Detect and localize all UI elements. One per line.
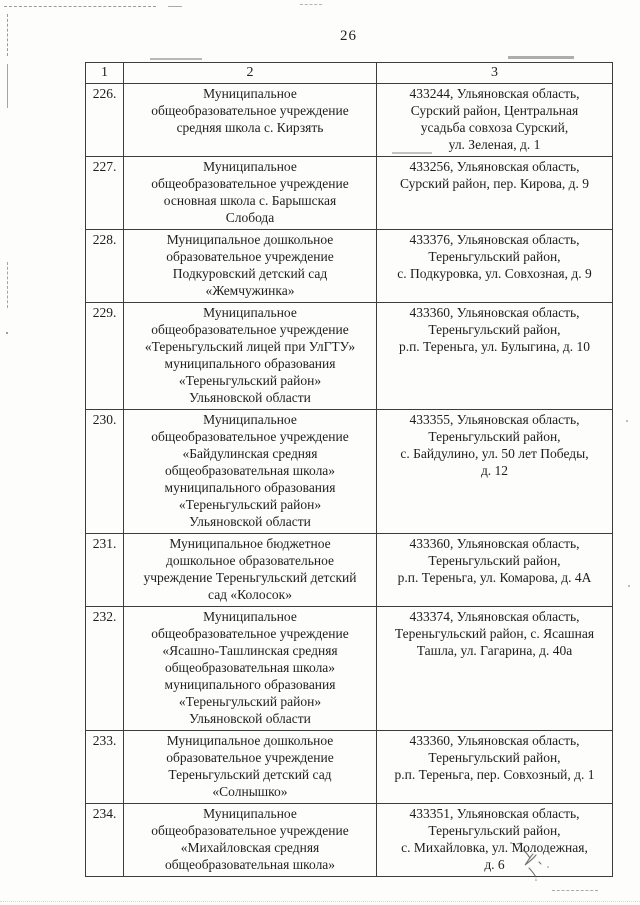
scan-artifact-left-line — [7, 64, 8, 108]
table-row: 228. Муниципальное дошкольное образовате… — [85, 229, 613, 303]
row-number-cell: 231. — [85, 533, 124, 607]
scan-artifact-left-line — [7, 262, 8, 308]
institution-name-cell: Муниципальное общеобразовательное учрежд… — [123, 803, 377, 877]
institution-name-cell: Муниципальное дошкольное образовательное… — [123, 229, 377, 303]
row-number-cell: 230. — [85, 409, 124, 534]
scan-artifact-dot — [626, 420, 628, 422]
scan-artifact-smudge — [150, 58, 202, 60]
scan-artifact-top-dash — [4, 6, 156, 7]
institution-address-cell: 433351, Ульяновская область, Тереньгульс… — [376, 803, 613, 877]
scan-artifact-bottom-dash — [552, 890, 598, 891]
institution-address-cell: 433355, Ульяновская область, Тереньгульс… — [376, 409, 613, 534]
institution-name-cell: Муниципальное общеобразовательное учрежд… — [123, 156, 377, 230]
page-number: 26 — [340, 28, 357, 44]
institution-name-cell: Муниципальное общеобразовательное учрежд… — [123, 83, 377, 157]
row-number-cell: 232. — [85, 606, 124, 731]
table-row: 232. Муниципальное общеобразовательное у… — [85, 606, 613, 731]
row-number-cell: 233. — [85, 730, 124, 804]
institution-name-cell: Муниципальное общеобразовательное учрежд… — [123, 409, 377, 534]
scan-artifact-dot — [6, 332, 8, 334]
scan-artifact-top-dash — [300, 4, 322, 5]
table-row: 227. Муниципальное общеобразовательное у… — [85, 156, 613, 230]
table-row: 231. Муниципальное бюджетное дошкольное … — [85, 533, 613, 607]
table-row: 226. Муниципальное общеобразовательное у… — [85, 83, 613, 157]
handwritten-mark — [510, 842, 549, 881]
institution-address-cell: 433244, Ульяновская область, Сурский рай… — [376, 83, 613, 157]
institution-address-cell: 433360, Ульяновская область, Тереньгульс… — [376, 533, 613, 607]
institution-name-cell: Муниципальное бюджетное дошкольное образ… — [123, 533, 377, 607]
row-number-cell: 227. — [85, 156, 124, 230]
institution-address-cell: 433376, Ульяновская область, Тереньгульс… — [376, 229, 613, 303]
row-number-cell: 234. — [85, 803, 124, 877]
row-number-cell: 229. — [85, 302, 124, 410]
row-number-cell: 228. — [85, 229, 124, 303]
table-header-row: 1 2 3 — [85, 62, 613, 84]
scan-artifact-left-line — [7, 14, 8, 56]
institution-address-cell: 433360, Ульяновская область, Тереньгульс… — [376, 730, 613, 804]
scan-artifact-dot — [628, 585, 630, 587]
table-row: 230. Муниципальное общеобразовательное у… — [85, 409, 613, 534]
scan-artifact-bottom-edge — [0, 901, 640, 902]
column-header-1: 1 — [85, 62, 124, 84]
table-row: 233. Муниципальное дошкольное образовате… — [85, 730, 613, 804]
table-row: 229. Муниципальное общеобразовательное у… — [85, 302, 613, 410]
table-row: 234. Муниципальное общеобразовательное у… — [85, 803, 613, 877]
institution-name-cell: Муниципальное дошкольное образовательное… — [123, 730, 377, 804]
scan-artifact-smudge — [508, 56, 574, 59]
institution-name-cell: Муниципальное общеобразовательное учрежд… — [123, 606, 377, 731]
institution-name-cell: Муниципальное общеобразовательное учрежд… — [123, 302, 377, 410]
institution-address-cell: 433374, Ульяновская область, Тереньгульс… — [376, 606, 613, 731]
registry-table: 1 2 3 226. Муниципальное общеобразовател… — [85, 62, 613, 877]
institution-address-cell: 433360, Ульяновская область, Тереньгульс… — [376, 302, 613, 410]
column-header-2: 2 — [123, 62, 377, 84]
institution-address-cell: 433256, Ульяновская область, Сурский рай… — [376, 156, 613, 230]
column-header-3: 3 — [376, 62, 613, 84]
row-number-cell: 226. — [85, 83, 124, 157]
scan-artifact-top-dash — [168, 6, 182, 7]
